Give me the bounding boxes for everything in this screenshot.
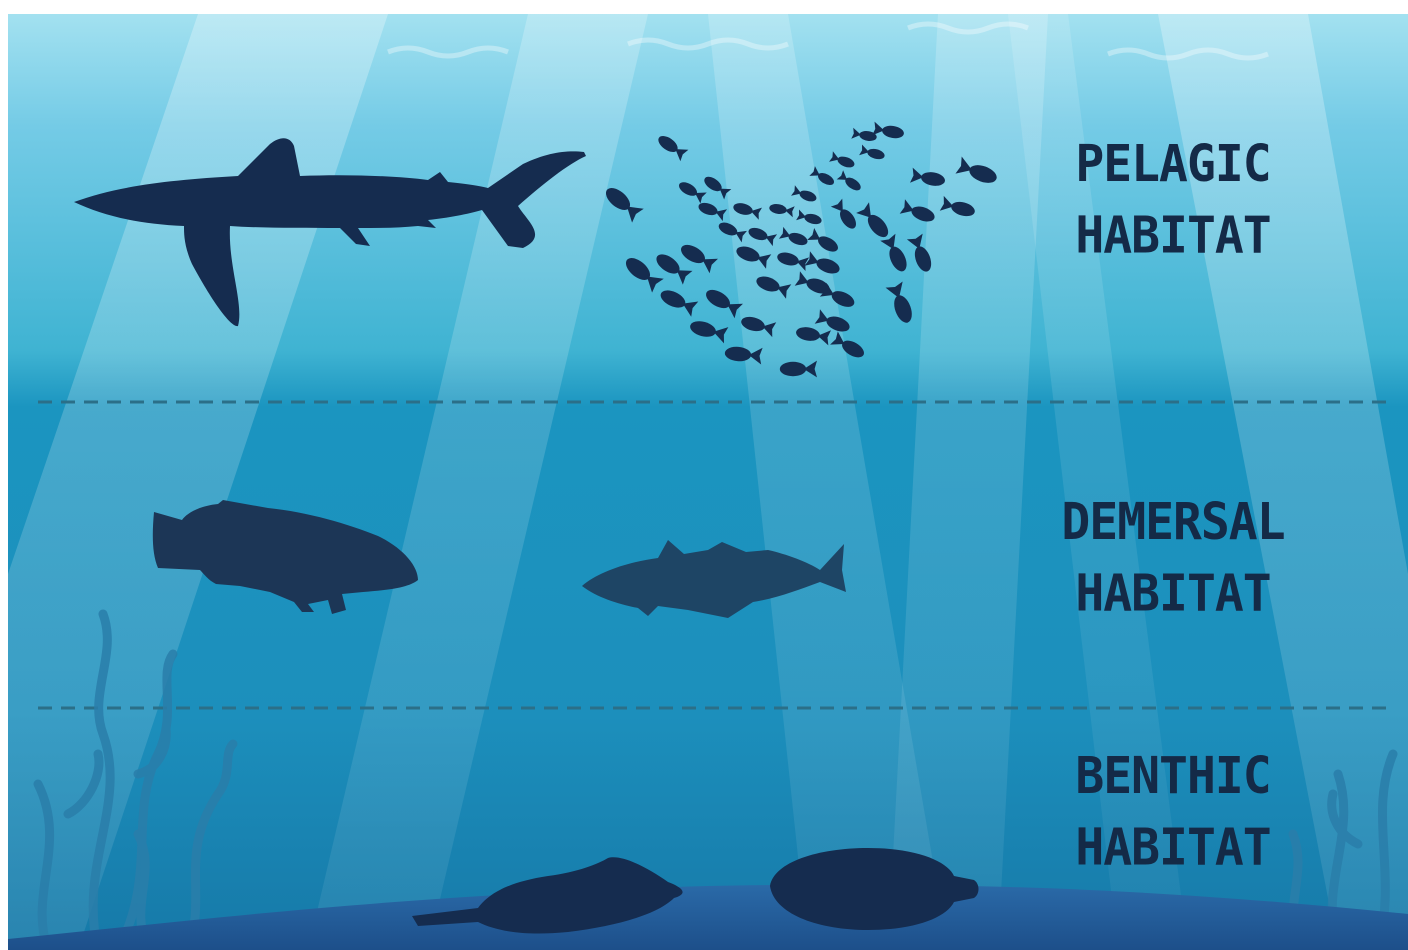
habitat-label-line1: DEMERSAL [1038, 487, 1308, 558]
habitat-label-line2: HABITAT [1058, 812, 1288, 883]
habitat-label-pelagic: PELAGIC HABITAT [1058, 129, 1288, 272]
habitat-label-demersal: DEMERSAL HABITAT [1038, 487, 1308, 630]
habitat-label-benthic: BENTHIC HABITAT [1058, 741, 1288, 884]
habitat-label-line2: HABITAT [1038, 558, 1308, 629]
ocean-habitat-diagram: PELAGIC HABITAT DEMERSAL HABITAT BENTHIC… [8, 14, 1408, 950]
habitat-label-line1: PELAGIC [1058, 129, 1288, 200]
habitat-label-line1: BENTHIC [1058, 741, 1288, 812]
habitat-label-line2: HABITAT [1058, 200, 1288, 271]
